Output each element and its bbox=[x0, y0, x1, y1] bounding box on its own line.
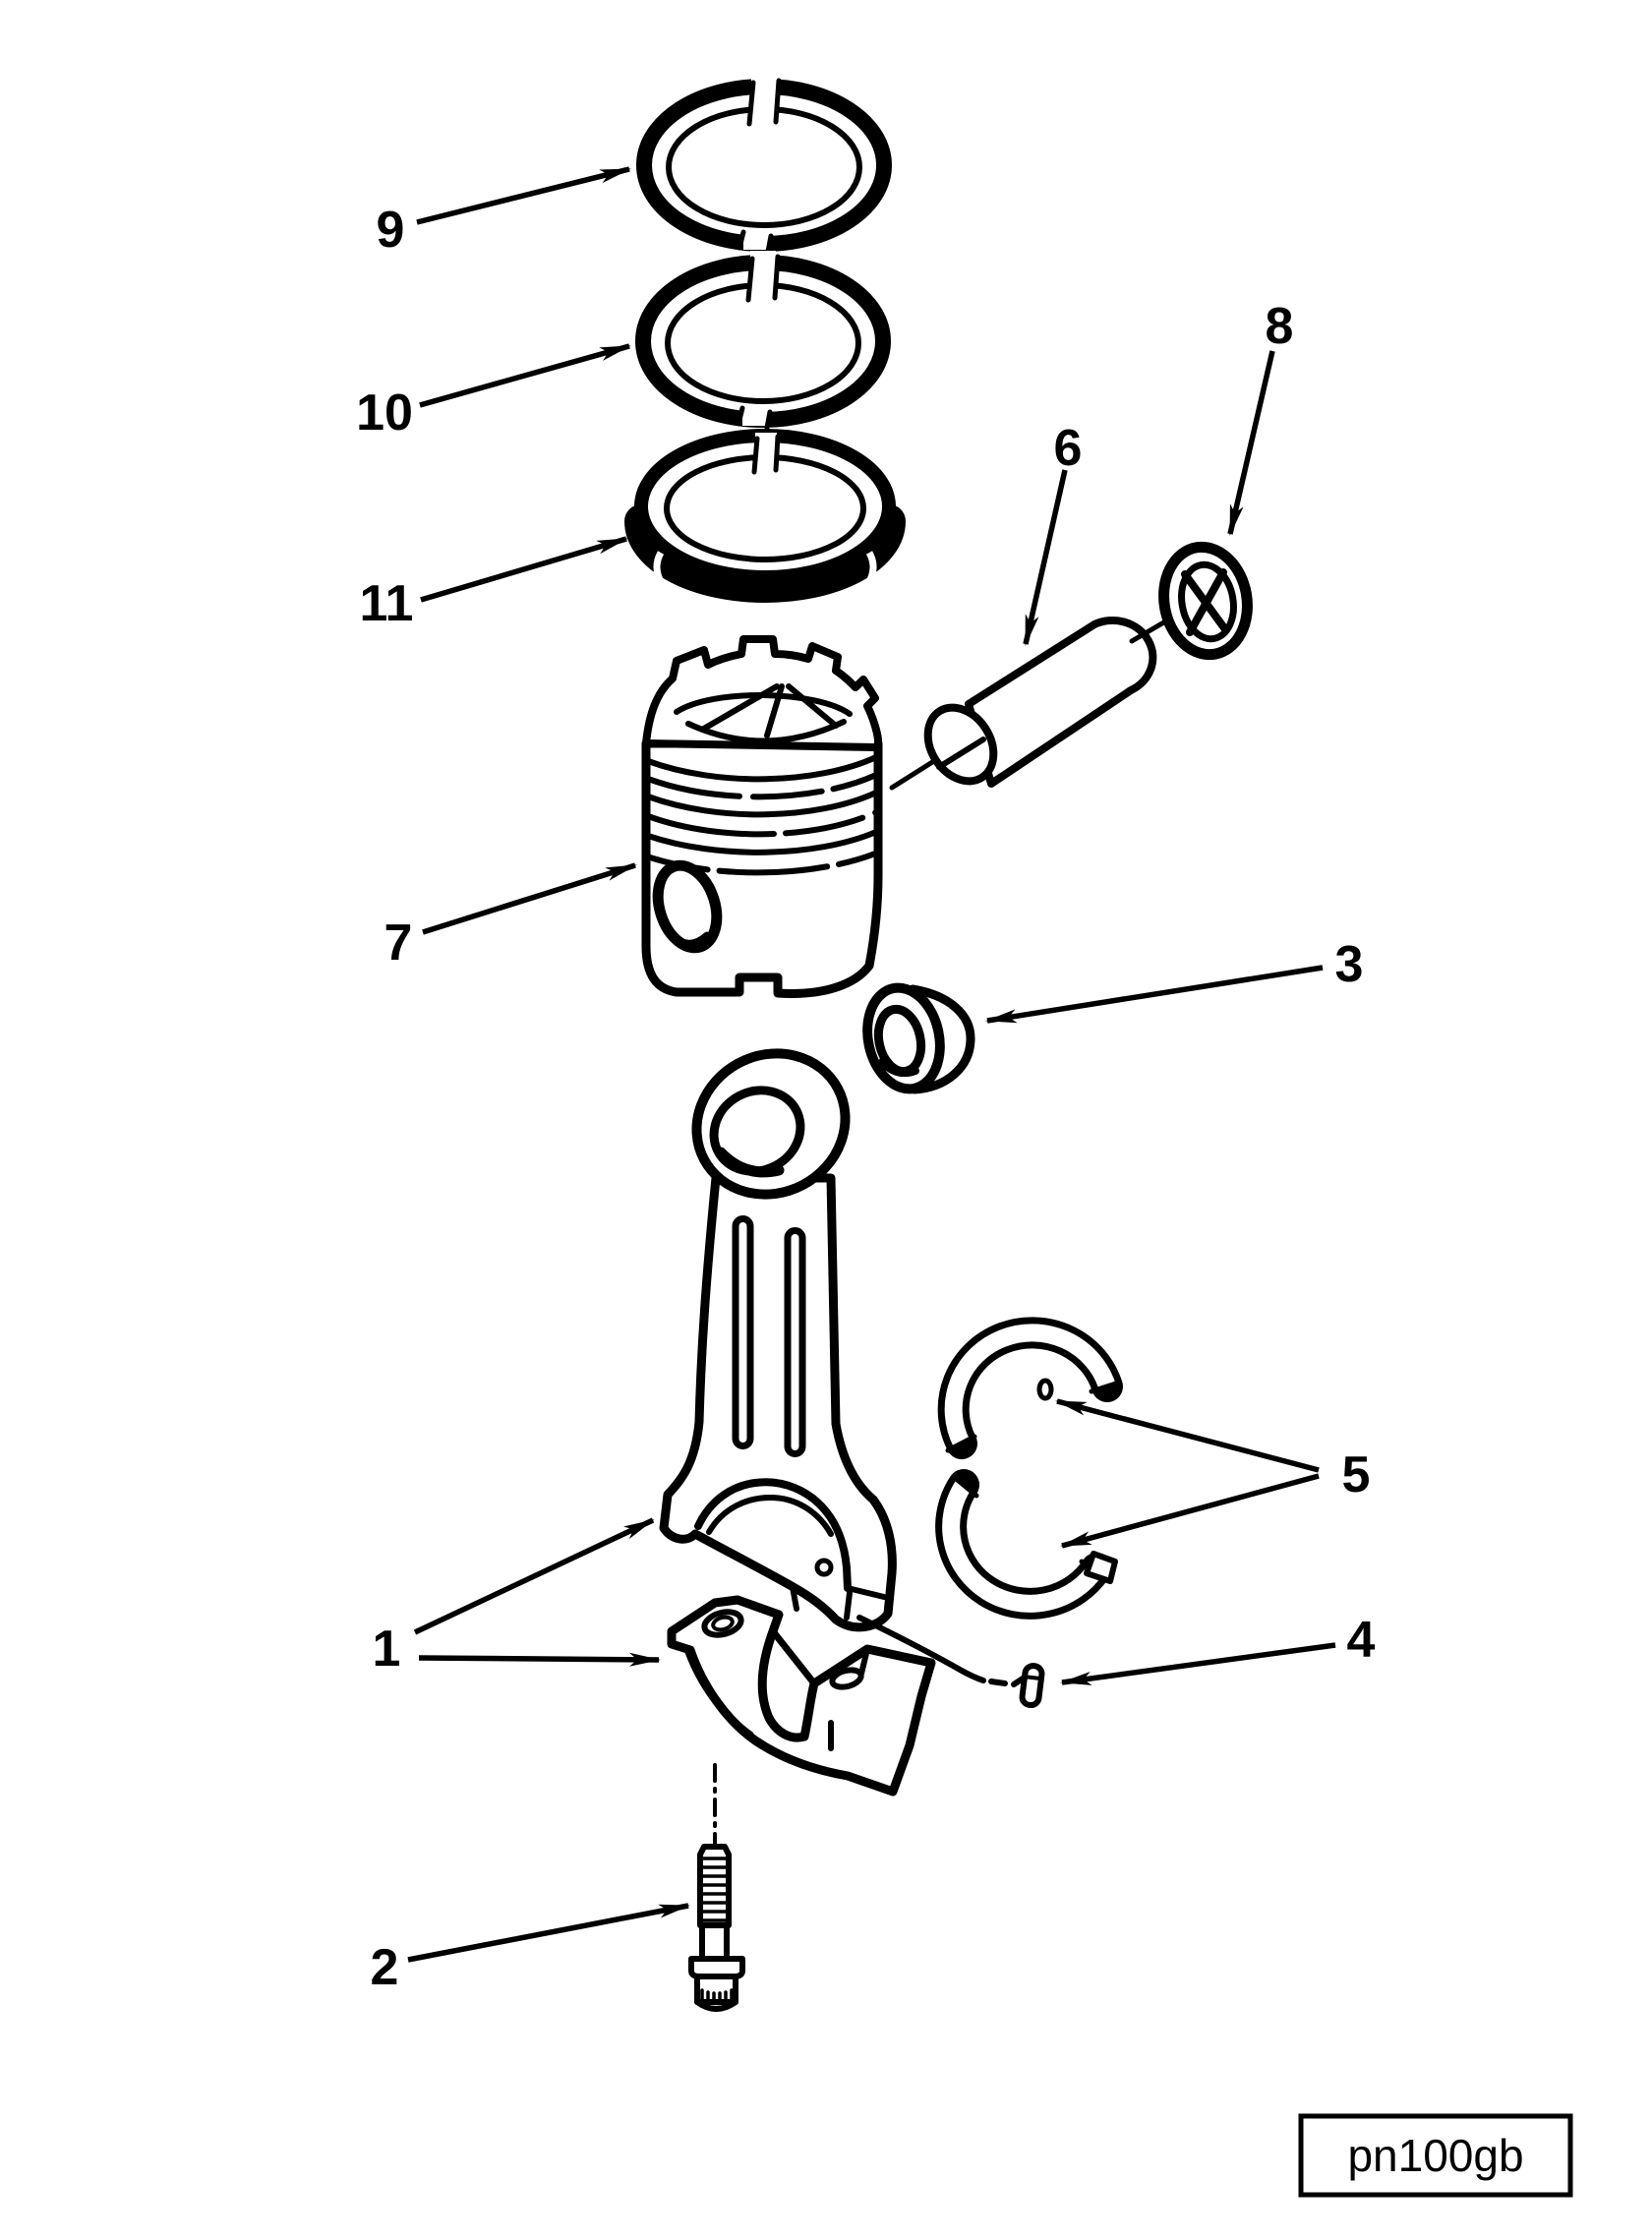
piston-pin-bushing bbox=[862, 982, 975, 1094]
figure-code: pn100gb bbox=[1347, 2130, 1523, 2181]
callouts: 9 10 11 7 6 8 3 5 bbox=[356, 166, 1376, 1996]
callout-1-arrow-rod bbox=[413, 1517, 655, 1635]
fracture-line bbox=[856, 1615, 1026, 1687]
callout-8-label: 8 bbox=[1266, 298, 1294, 355]
callout-11: 11 bbox=[360, 536, 628, 632]
callout-1-label: 1 bbox=[373, 1621, 401, 1678]
callout-9: 9 bbox=[377, 166, 631, 259]
callout-4: 4 bbox=[1060, 1612, 1376, 1685]
callout-2-label: 2 bbox=[371, 1939, 399, 1996]
callout-4-arrow bbox=[1060, 1642, 1336, 1685]
connecting-rod bbox=[659, 1048, 897, 1632]
callout-1: 1 bbox=[373, 1517, 661, 1678]
callout-5-label: 5 bbox=[1342, 1446, 1371, 1503]
ring-gap bbox=[755, 433, 777, 472]
callout-3-arrow bbox=[985, 965, 1324, 1024]
callout-1-arrow-cap bbox=[418, 1652, 661, 1667]
callout-7: 7 bbox=[384, 862, 637, 972]
rod-shank-and-fork bbox=[659, 1173, 897, 1632]
pin-retaining-ring bbox=[1158, 541, 1253, 661]
callout-6-arrow bbox=[1023, 469, 1068, 646]
callout-3: 3 bbox=[985, 936, 1364, 1024]
oil-hole bbox=[1036, 1378, 1054, 1401]
locating-tab bbox=[1084, 1551, 1118, 1584]
bearing-shell-upper bbox=[937, 1317, 1123, 1459]
callout-10-label: 10 bbox=[356, 384, 413, 442]
callout-4-label: 4 bbox=[1347, 1612, 1376, 1669]
callout-2-arrow bbox=[407, 1903, 690, 1963]
callout-6-label: 6 bbox=[1054, 420, 1083, 477]
callout-5-arrow-lower bbox=[1060, 1473, 1320, 1549]
oil-control-ring bbox=[624, 429, 906, 625]
callout-3-label: 3 bbox=[1335, 936, 1364, 993]
bolt-shank bbox=[699, 1922, 730, 1962]
ibeam-slot bbox=[732, 1215, 754, 1449]
callout-10: 10 bbox=[356, 343, 631, 442]
callout-11-arrow bbox=[420, 536, 628, 603]
callout-9-label: 9 bbox=[377, 202, 405, 259]
ibeam-slot bbox=[784, 1227, 806, 1457]
callout-10-arrow bbox=[419, 343, 631, 408]
pin-bore-hole bbox=[652, 859, 723, 954]
bearing-shell-lower bbox=[935, 1469, 1118, 1620]
callout-8: 8 bbox=[1227, 298, 1294, 536]
callout-7-label: 7 bbox=[384, 914, 413, 972]
callout-11-label: 11 bbox=[360, 575, 414, 632]
code-box-border bbox=[1298, 2113, 1573, 2198]
callout-5: 5 bbox=[1055, 1398, 1371, 1549]
callout-6: 6 bbox=[1023, 420, 1083, 646]
piston-pin bbox=[889, 615, 1175, 791]
pin-axis-line bbox=[889, 756, 940, 791]
callout-2: 2 bbox=[371, 1903, 690, 1996]
dowel-pin bbox=[1019, 1663, 1045, 1709]
callout-8-arrow bbox=[1227, 350, 1275, 536]
top-compression-ring bbox=[636, 75, 892, 255]
cap-bolt bbox=[688, 1763, 745, 2012]
big-end-bore-rim bbox=[694, 1478, 852, 1592]
rod-cap bbox=[667, 1595, 936, 1797]
figure-code-box: pn100gb bbox=[1298, 2113, 1573, 2198]
callout-9-arrow bbox=[416, 166, 631, 225]
second-compression-ring bbox=[635, 251, 891, 431]
callout-5-arrow-upper bbox=[1055, 1398, 1320, 1473]
piston bbox=[641, 635, 883, 998]
callout-7-arrow bbox=[422, 862, 637, 935]
